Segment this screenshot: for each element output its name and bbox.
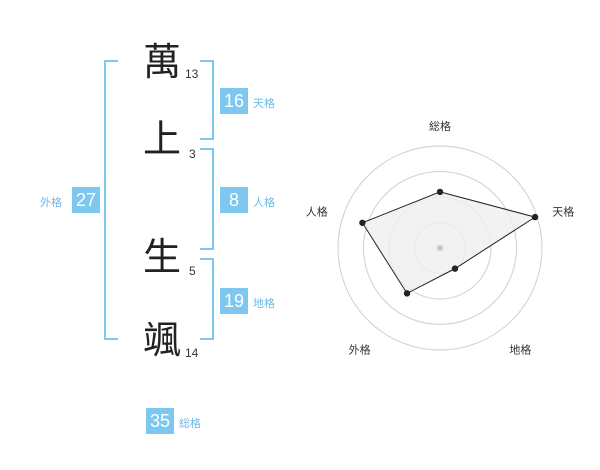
jinkaku-label: 人格: [253, 196, 275, 209]
chikaku-bracket: [200, 258, 214, 340]
stroke-count-2: 3: [189, 147, 196, 161]
gaikaku-value: 27: [72, 187, 100, 213]
name-char-4: 颯: [143, 318, 182, 362]
gaikaku-bracket: [104, 60, 118, 340]
radar-data-point: [531, 213, 539, 221]
radar-axis-label: 地格: [509, 342, 531, 356]
radar-axis-label: 天格: [552, 205, 574, 219]
name-char-2: 上: [143, 117, 182, 161]
radar-axis-label: 外格: [349, 342, 371, 356]
soukaku-value: 35: [146, 408, 174, 434]
name-char-3: 生: [143, 235, 182, 279]
stroke-count-1: 13: [185, 67, 199, 81]
radar-series-area: [361, 191, 537, 295]
gaikaku-label: 外格: [40, 196, 62, 209]
radar-center-dot: [437, 245, 443, 251]
tenkaku-label: 天格: [253, 97, 275, 110]
chikaku-label: 地格: [253, 297, 275, 310]
radar-data-point: [436, 188, 444, 196]
radar-axis-label: 総格: [429, 119, 451, 133]
jinkaku-bracket: [200, 148, 214, 250]
stroke-count-4: 14: [185, 346, 199, 360]
chikaku-value: 19: [220, 288, 248, 314]
radar-grid-ring: [363, 171, 517, 325]
soukaku-label: 総格: [179, 417, 201, 430]
radar-data-point: [359, 219, 366, 226]
tenkaku-bracket: [200, 60, 214, 140]
radar-axis-label: 人格: [306, 205, 328, 219]
jinkaku-value: 8: [220, 187, 248, 213]
radar-grid-ring: [337, 145, 543, 351]
name-char-1: 萬: [143, 40, 182, 84]
radar-data-point: [403, 290, 411, 297]
stroke-count-3: 5: [189, 264, 196, 278]
tenkaku-value: 16: [220, 88, 248, 114]
radar-data-point: [451, 265, 459, 272]
